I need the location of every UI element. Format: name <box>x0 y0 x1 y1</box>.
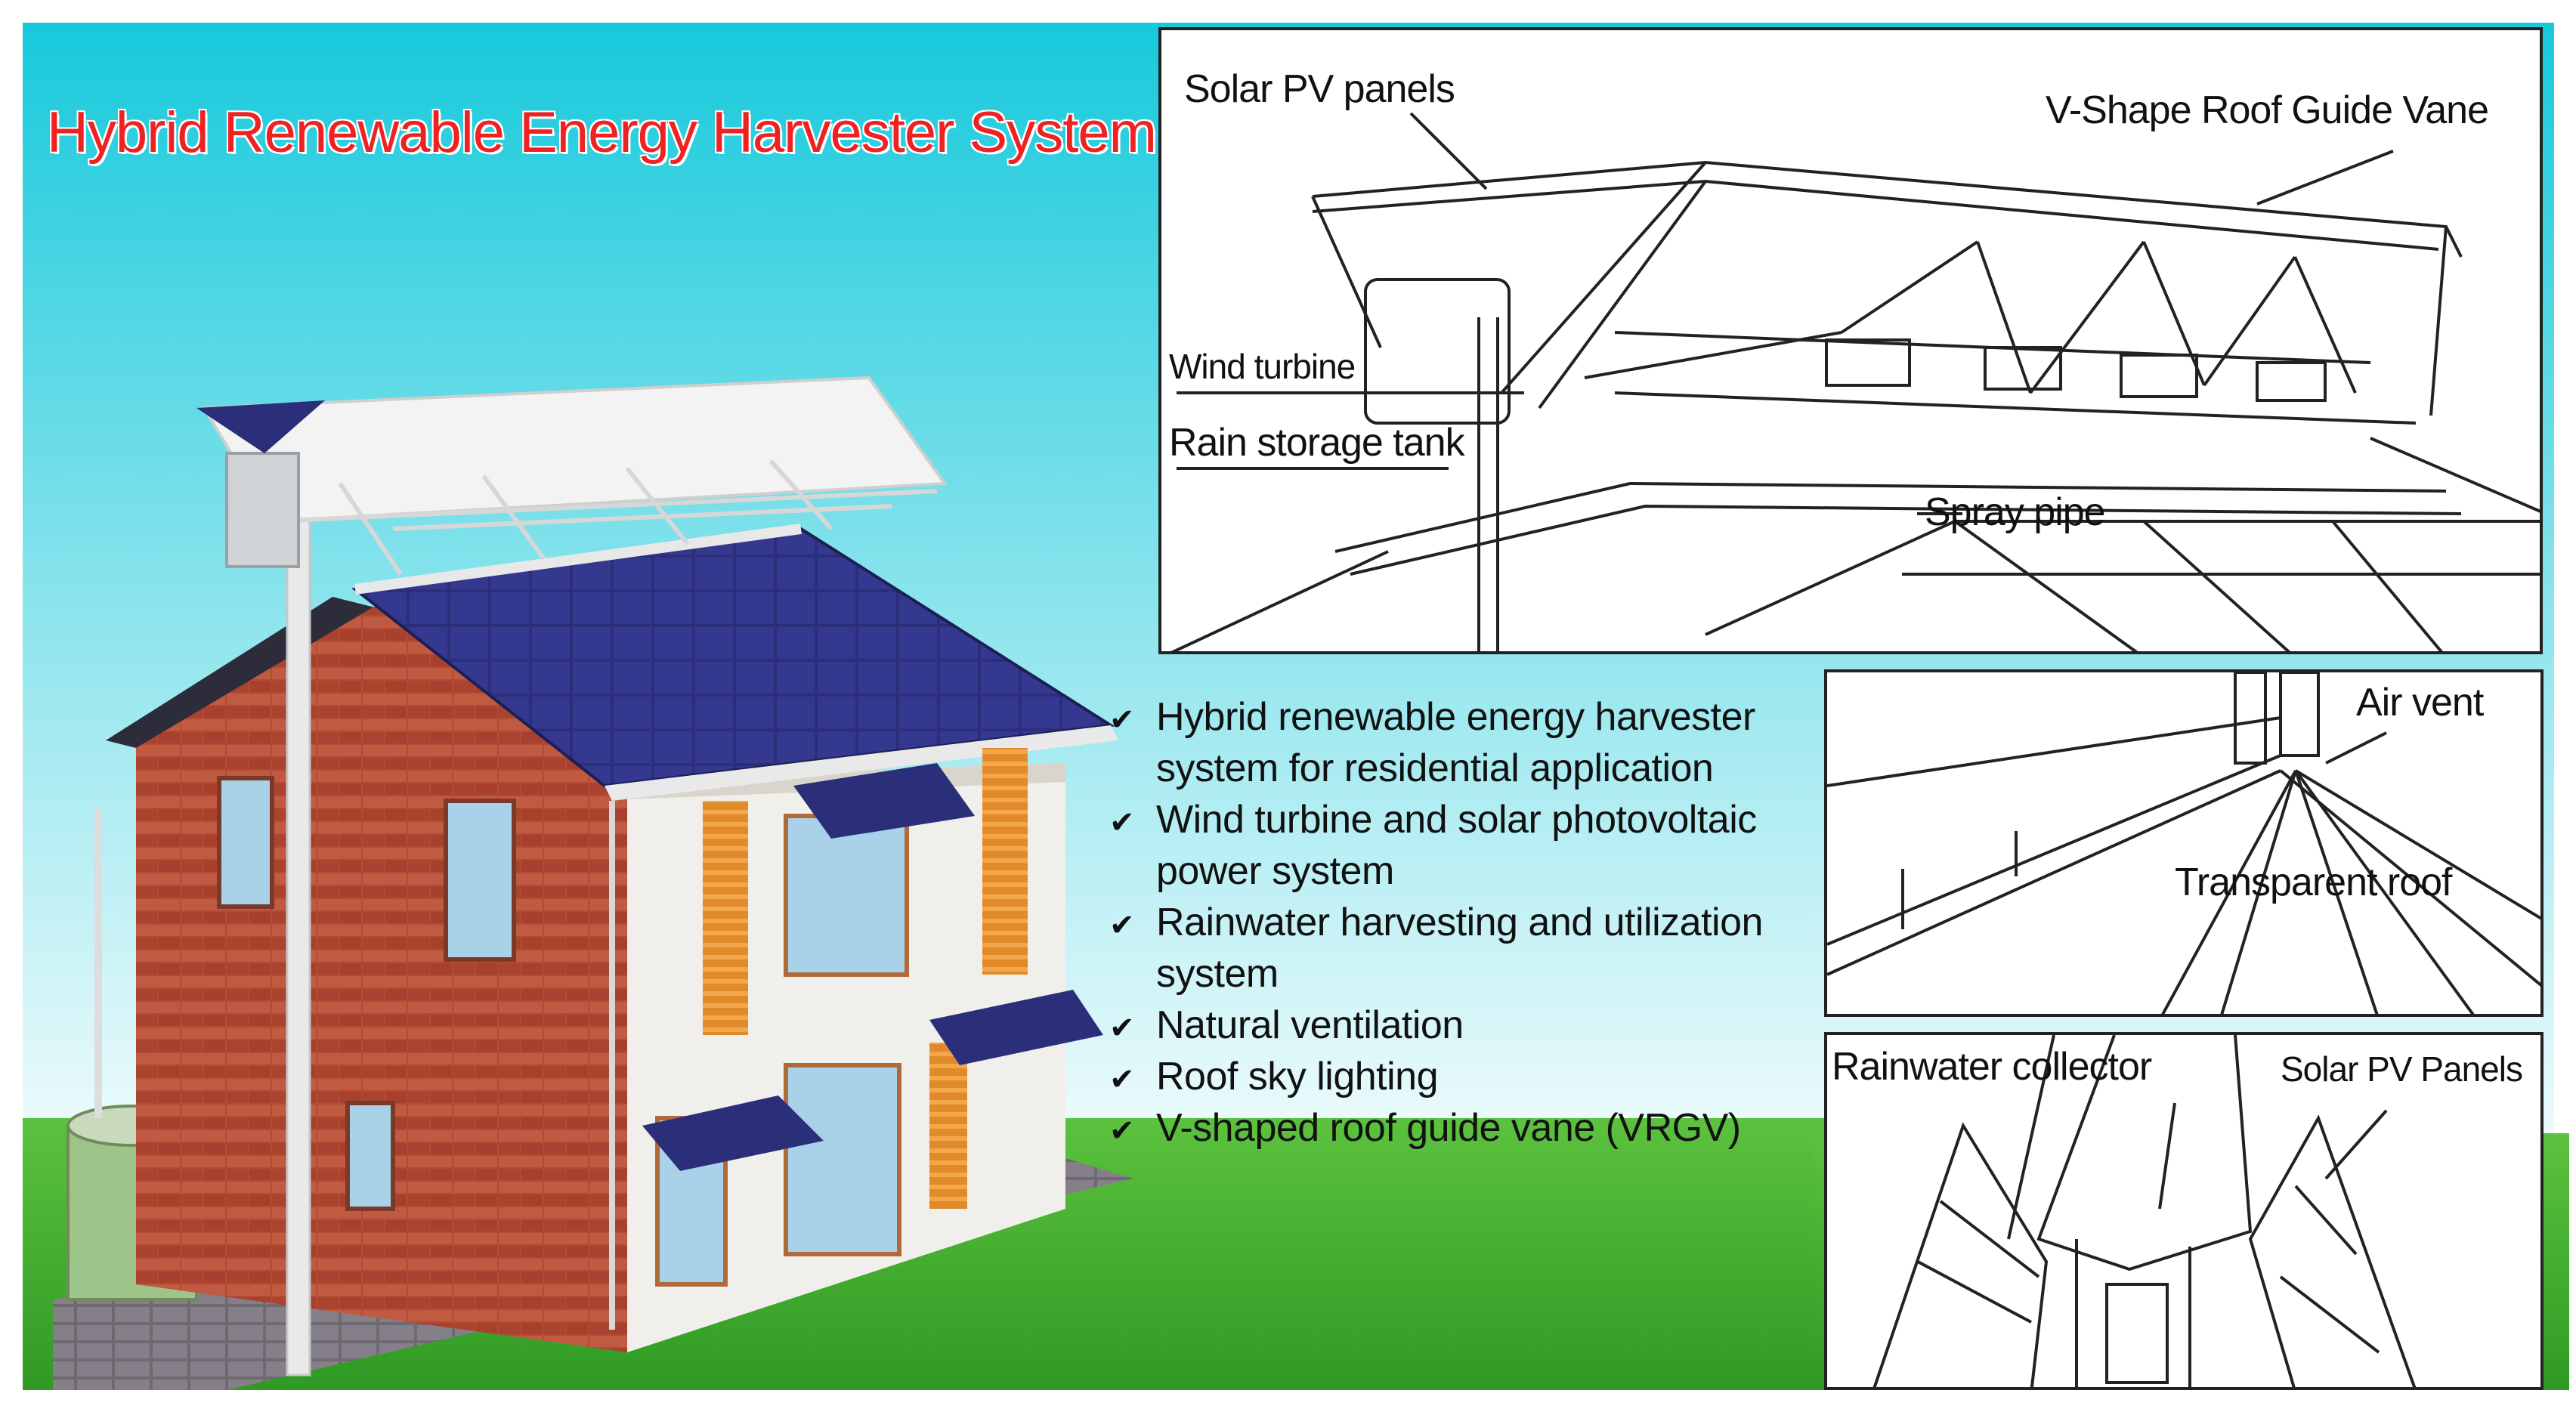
roof-detail-panel: Solar PV panels V-Shape Roof Guide Vane … <box>1158 27 2543 654</box>
feature-item: ✔Natural ventilation <box>1109 1000 1820 1051</box>
label-wind-turbine: Wind turbine <box>1169 347 1356 386</box>
page-title: Hybrid Renewable Energy Harvester System <box>47 100 1157 165</box>
label-transparent-roof: Transparent roof <box>2175 861 2452 904</box>
feature-list: ✔Hybrid renewable energy harvester syste… <box>1109 691 1820 1154</box>
label-rain-storage-tank: Rain storage tank <box>1169 421 1465 465</box>
transparent-roof-drawing <box>1827 672 2540 1014</box>
check-icon: ✔ <box>1109 909 1135 942</box>
label-air-vent: Air vent <box>2356 681 2484 725</box>
label-spray-pipe: Spray pipe <box>1925 490 2106 534</box>
label-solar-pv-panels-2: Solar PV Panels <box>2281 1049 2523 1089</box>
check-icon: ✔ <box>1109 1012 1135 1045</box>
collector-detail-panel: Rainwater collector Solar PV Panels <box>1824 1032 2544 1390</box>
rainwater-collector-drawing <box>1872 1035 2417 1387</box>
roof-structure-drawing <box>1170 112 2540 651</box>
check-icon: ✔ <box>1109 1063 1135 1096</box>
check-icon: ✔ <box>1109 806 1135 839</box>
feature-item: ✔Rainwater harvesting and utilization sy… <box>1109 901 1763 996</box>
feature-item: ✔Hybrid renewable energy harvester syste… <box>1109 695 1755 790</box>
feature-item: ✔V-shaped roof guide vane (VRGV) <box>1109 1102 1820 1154</box>
label-rainwater-collector: Rainwater collector <box>1832 1045 2152 1089</box>
check-icon: ✔ <box>1109 1114 1135 1148</box>
feature-item: ✔Wind turbine and solar photovoltaic pow… <box>1109 798 1757 893</box>
feature-item: ✔Roof sky lighting <box>1109 1051 1820 1102</box>
label-solar-pv-panels: Solar PV panels <box>1184 67 1455 111</box>
vent-detail-panel: Air vent Transparent roof <box>1824 669 2544 1017</box>
label-v-shape-vane: V-Shape Roof Guide Vane <box>2046 88 2489 132</box>
check-icon: ✔ <box>1109 703 1135 737</box>
